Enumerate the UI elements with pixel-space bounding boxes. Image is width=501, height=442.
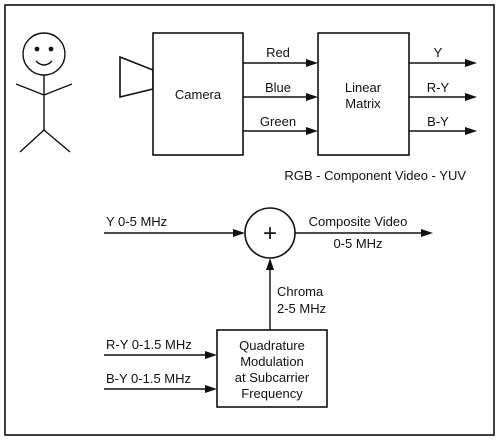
ry-input-label: R-Y 0-1.5 MHz [106, 337, 192, 352]
chroma-arrowhead [266, 258, 274, 270]
y-input-arrowhead [233, 229, 245, 237]
composite-output-label-line2: 0-5 MHz [333, 236, 382, 251]
quadrature-modulation-box [216, 329, 328, 408]
blue-signal-label: Blue [265, 80, 291, 95]
linear-matrix-box [317, 32, 410, 156]
y-input-label: Y 0-5 MHz [106, 214, 167, 229]
red-signal-arrowhead [306, 59, 318, 67]
ry-input-arrowhead [205, 351, 217, 359]
by-output-label: B-Y [427, 114, 449, 129]
ry-output-arrowhead [465, 93, 477, 101]
yuv-caption: RGB - Component Video - YUV [284, 168, 466, 183]
modulator-label-line4: Frequency [241, 386, 303, 401]
blue-signal-arrowhead [306, 93, 318, 101]
chroma-label-line2: 2-5 MHz [277, 301, 326, 316]
modulator-label-line2: Modulation [240, 354, 304, 369]
person-left-leg [19, 129, 45, 153]
person-left-eye [34, 46, 40, 52]
modulator-label-line1: Quadrature [239, 338, 305, 353]
red-signal-label: Red [266, 45, 290, 60]
modulator-label-line3: at Subcarrier [235, 370, 310, 385]
green-signal-label: Green [260, 114, 296, 129]
green-signal-arrowhead [306, 127, 318, 135]
linear-matrix-label-line1: Linear [345, 80, 382, 95]
person-right-arm [43, 83, 73, 96]
person-right-eye [48, 46, 54, 52]
by-input-label: B-Y 0-1.5 MHz [106, 371, 191, 386]
composite-output-arrowhead [421, 229, 433, 237]
y-output-label: Y [434, 45, 443, 60]
composite-output-label-line1: Composite Video [309, 214, 408, 229]
ry-output-label: R-Y [427, 80, 450, 95]
person-right-leg [43, 129, 71, 153]
chroma-label-line1: Chroma [277, 284, 324, 299]
person-icon [15, 32, 73, 153]
person-left-arm [15, 83, 45, 96]
by-output-arrowhead [465, 127, 477, 135]
camera-box [152, 32, 244, 156]
adder-plus-icon: + [263, 220, 277, 247]
camera-label: Camera [175, 87, 222, 102]
y-output-arrowhead [465, 59, 477, 67]
person-smile [35, 60, 53, 66]
linear-matrix-label-line2: Matrix [345, 96, 381, 111]
by-input-arrowhead [205, 385, 217, 393]
